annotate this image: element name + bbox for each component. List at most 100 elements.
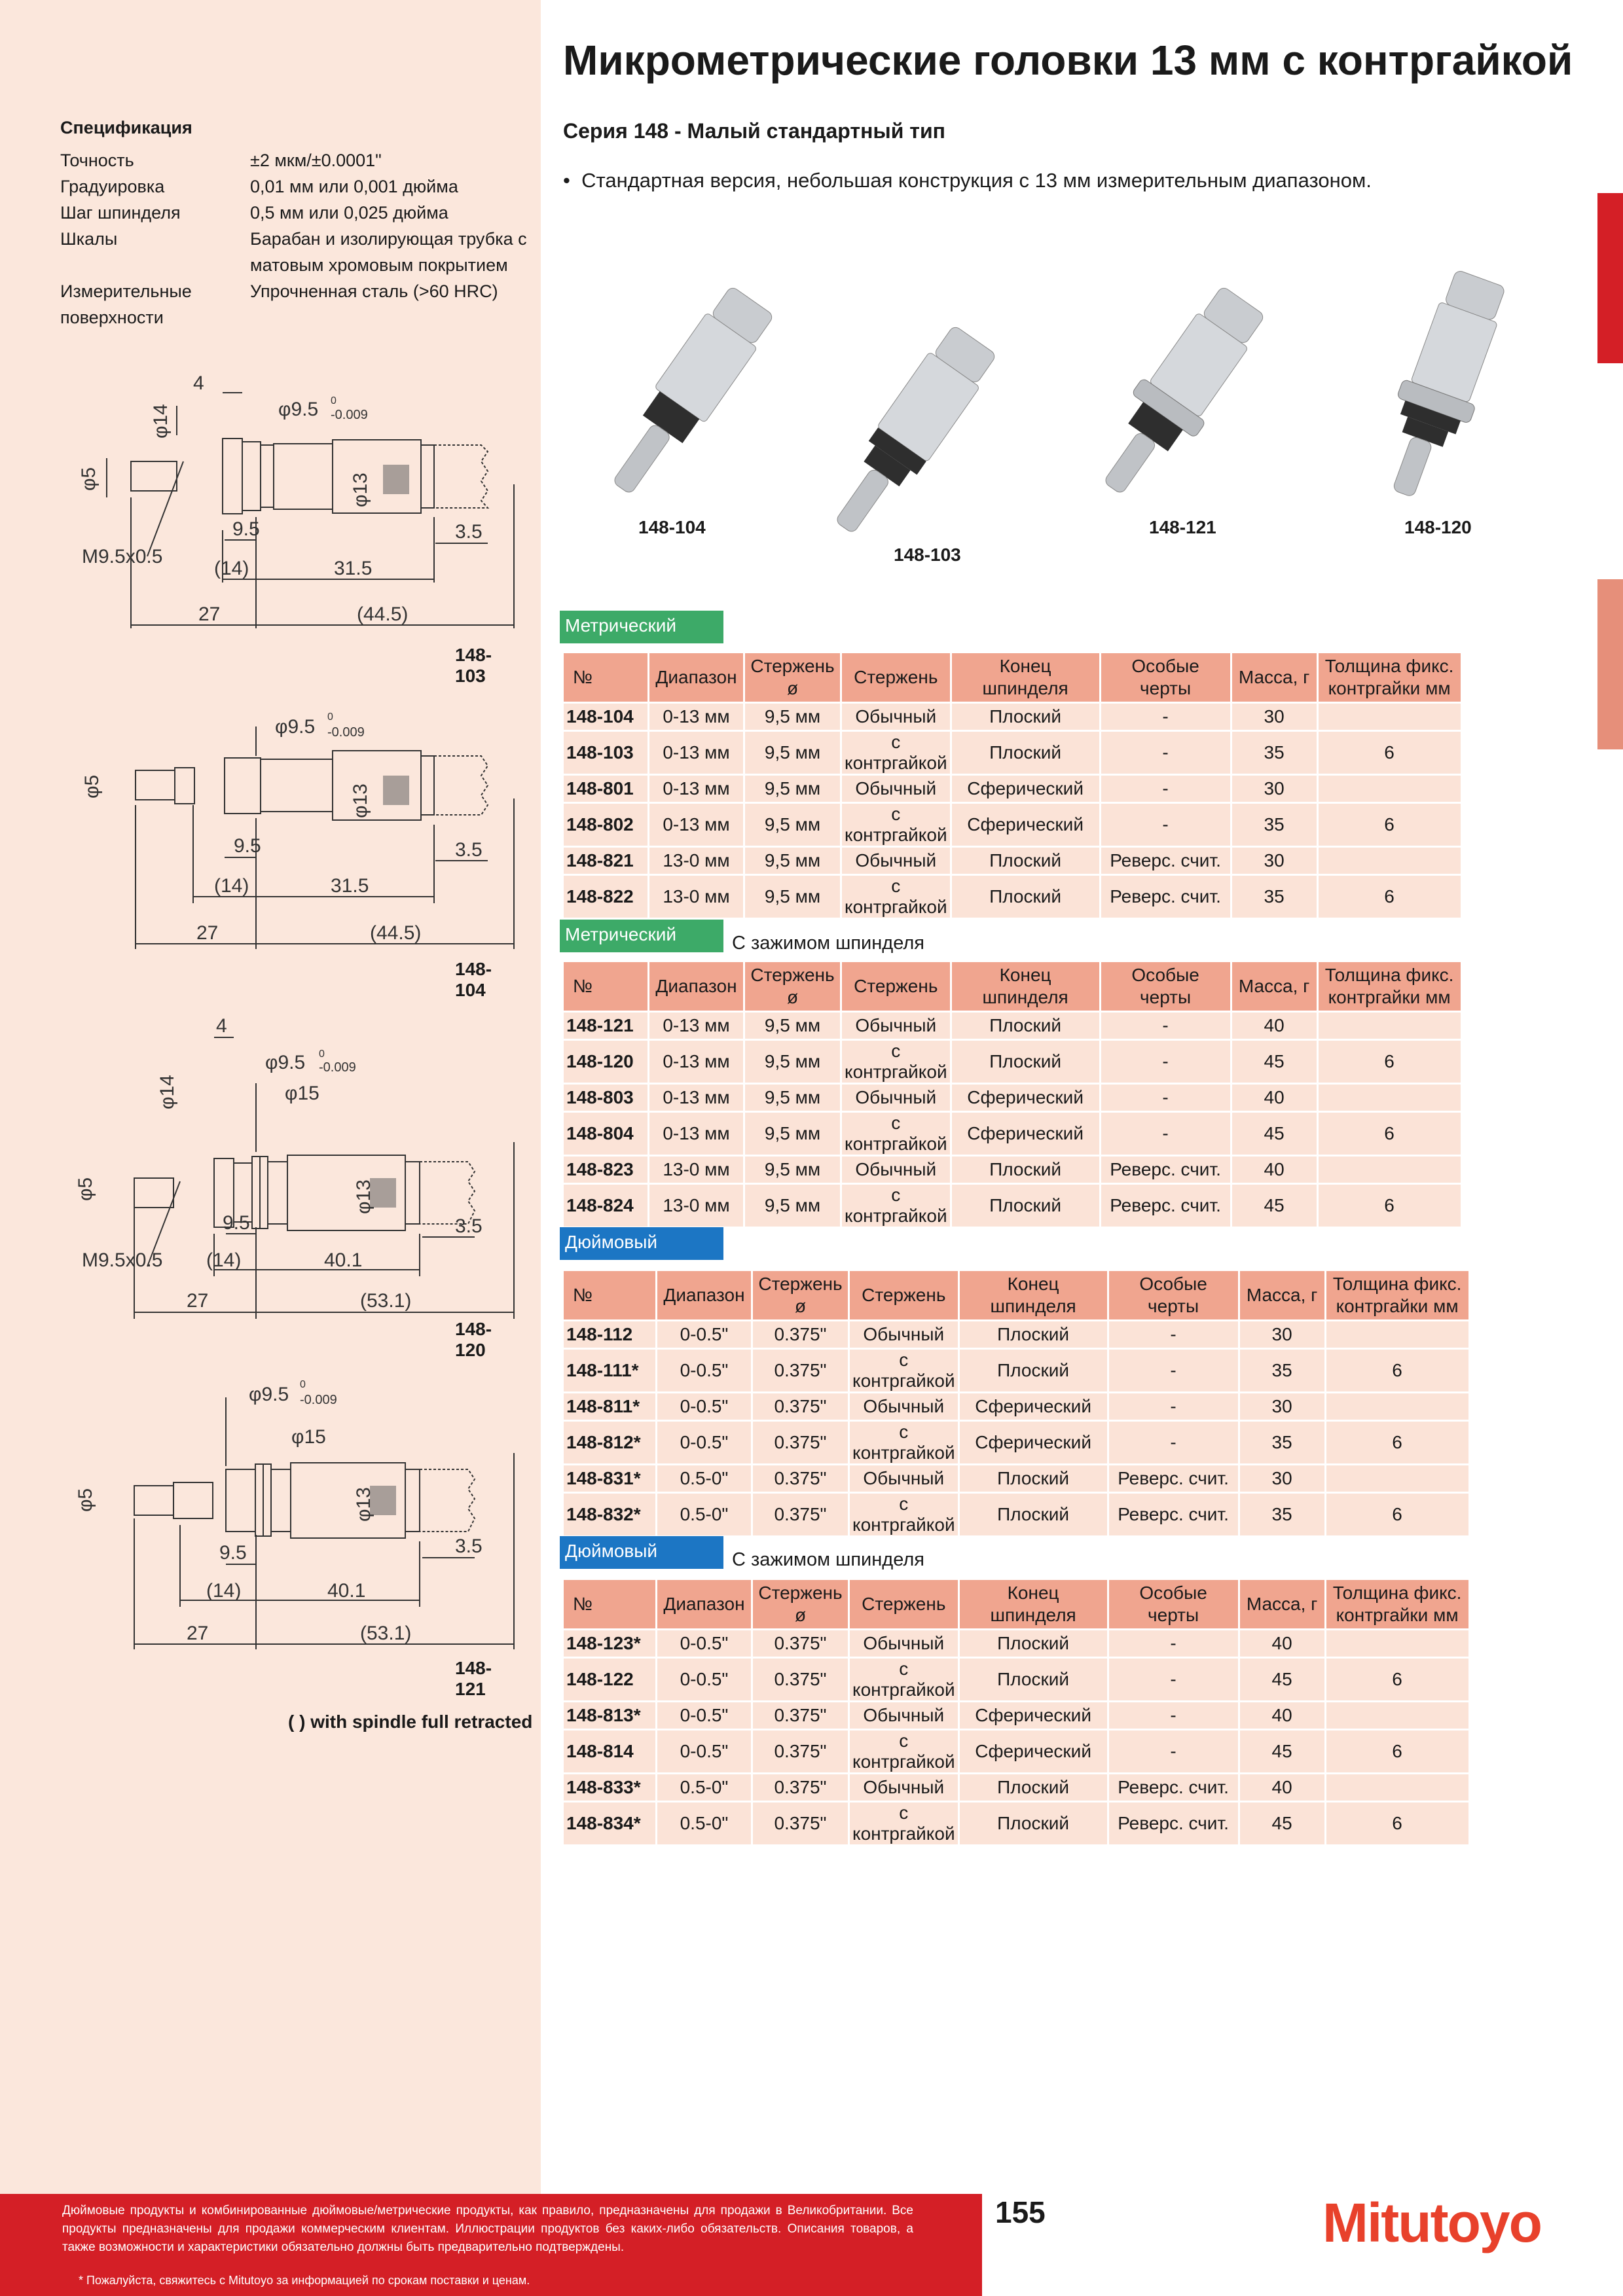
- product-image-148-121: [1105, 287, 1264, 493]
- cell: 9,5 мм: [745, 848, 840, 874]
- col-header: Конец шпинделя: [959, 1271, 1107, 1319]
- cell: 0.375": [753, 1774, 848, 1801]
- dim-14: (14): [206, 1580, 241, 1602]
- dim-d5: φ5: [78, 467, 100, 491]
- cell: Плоский: [951, 848, 1099, 874]
- cell: 0-13 мм: [649, 1085, 743, 1111]
- cell: 0.375": [753, 1731, 848, 1772]
- cell: с контргайкой: [842, 876, 950, 918]
- cell: 40: [1231, 1085, 1317, 1111]
- cell: 45: [1231, 1113, 1317, 1155]
- cell: 13-0 мм: [649, 1157, 743, 1183]
- drawing-label: 148-103: [455, 645, 492, 686]
- cell: [1318, 704, 1461, 730]
- spec-value: 0,01 мм или 0,001 дюйма: [250, 177, 458, 196]
- cell: с контргайкой: [842, 1041, 950, 1083]
- cell: с контргайкой: [850, 1803, 958, 1844]
- cell: 6: [1318, 876, 1461, 918]
- dim-d9-5: φ9.5: [265, 1052, 305, 1073]
- cell: 6: [1318, 804, 1461, 846]
- cell: 0.375": [753, 1422, 848, 1463]
- cell: 9,5 мм: [745, 732, 840, 774]
- cell: 35: [1231, 804, 1317, 846]
- col-header: Диапазон: [657, 1580, 751, 1628]
- col-header: №: [564, 1580, 655, 1628]
- cell: 148-121: [564, 1013, 647, 1039]
- drawing-label: 148-121: [455, 1658, 492, 1699]
- cell: 148-804: [564, 1113, 647, 1155]
- dim-d5: φ5: [75, 1488, 96, 1512]
- cell: 0.375": [753, 1350, 848, 1391]
- cell: 148-801: [564, 776, 647, 802]
- cell: Плоский: [959, 1350, 1107, 1391]
- col-header: Стержень: [850, 1271, 958, 1319]
- brand-logo: Mitutoyo: [1322, 2192, 1542, 2253]
- cell: 148-822: [564, 876, 647, 918]
- cell: -: [1101, 704, 1230, 730]
- cell: -: [1108, 1659, 1238, 1700]
- dim-d9-5: φ9.5: [278, 399, 318, 420]
- cell: Реверс. счит.: [1101, 848, 1230, 874]
- dim-44-5: (44.5): [370, 922, 421, 944]
- col-header: Конец шпинделя: [951, 962, 1099, 1011]
- col-header: Стержень: [850, 1580, 958, 1628]
- footer-footnote: * Пожалуйста, свяжитесь с Mitutoyo за ин…: [79, 2274, 530, 2287]
- cell: Плоский: [951, 1157, 1099, 1183]
- technical-drawing: φ9.5 0 -0.009 φ15 φ5 φ13 9.5 (14) 40.1 3…: [75, 1379, 515, 1649]
- cell: с контргайкой: [850, 1494, 958, 1535]
- col-header: №: [564, 962, 647, 1011]
- cell: Плоский: [959, 1321, 1107, 1348]
- cell: 30: [1239, 1465, 1324, 1492]
- spec-value: Упрочненная сталь (>60 HRC): [250, 281, 498, 301]
- cell: 9,5 мм: [745, 1185, 840, 1227]
- cell: 45: [1239, 1731, 1324, 1772]
- cell: 9,5 мм: [745, 1085, 840, 1111]
- cell: [1318, 848, 1461, 874]
- product-image-148-103: [837, 327, 995, 532]
- col-header: Стержень: [842, 962, 950, 1011]
- cell: -: [1101, 1041, 1230, 1083]
- cell: [1318, 1157, 1461, 1183]
- section-note: С зажимом шпинделя: [732, 933, 924, 954]
- cell: -: [1101, 1113, 1230, 1155]
- cell: 30: [1231, 848, 1317, 874]
- cell: 30: [1239, 1321, 1324, 1348]
- cell: 0-13 мм: [649, 704, 743, 730]
- cell: 0-13 мм: [649, 1041, 743, 1083]
- cell: 0.5-0": [657, 1494, 751, 1535]
- dim-tol-bottom: -0.009: [327, 725, 365, 740]
- cell: Плоский: [959, 1465, 1107, 1492]
- cell: 30: [1239, 1393, 1324, 1420]
- cell: 148-834*: [564, 1803, 655, 1844]
- cell: -: [1101, 776, 1230, 802]
- cell: Плоский: [959, 1630, 1107, 1657]
- spec-key: Измерительные поверхности: [60, 281, 192, 327]
- dim-53-1: (53.1): [360, 1623, 411, 1644]
- cell: -: [1108, 1350, 1238, 1391]
- cell: Обычный: [842, 704, 950, 730]
- cell: 0-13 мм: [649, 1113, 743, 1155]
- table-header-row: № Диапазон Стержень ø Стержень Конец шпи…: [564, 1580, 1468, 1628]
- drawing-148-120: 4 φ14 φ9.5 0 -0.009 φ15 φ5 φ13 M9.5x0.5 …: [62, 1011, 520, 1360]
- col-header: Конец шпинделя: [959, 1580, 1107, 1628]
- cell: [1318, 1013, 1461, 1039]
- cell: 148-813*: [564, 1702, 655, 1729]
- cell: -: [1108, 1321, 1238, 1348]
- series-subtitle: Серия 148 - Малый стандартный тип: [563, 119, 945, 143]
- product-label: 148-103: [894, 545, 961, 565]
- cell: [1326, 1702, 1468, 1729]
- cell: Обычный: [842, 848, 950, 874]
- footer-disclaimer-bar: Дюймовые продукты и комбинированные дюйм…: [0, 2194, 982, 2296]
- cell: 6: [1326, 1659, 1468, 1700]
- col-header: Стержень: [842, 653, 950, 702]
- cell: 0-13 мм: [649, 804, 743, 846]
